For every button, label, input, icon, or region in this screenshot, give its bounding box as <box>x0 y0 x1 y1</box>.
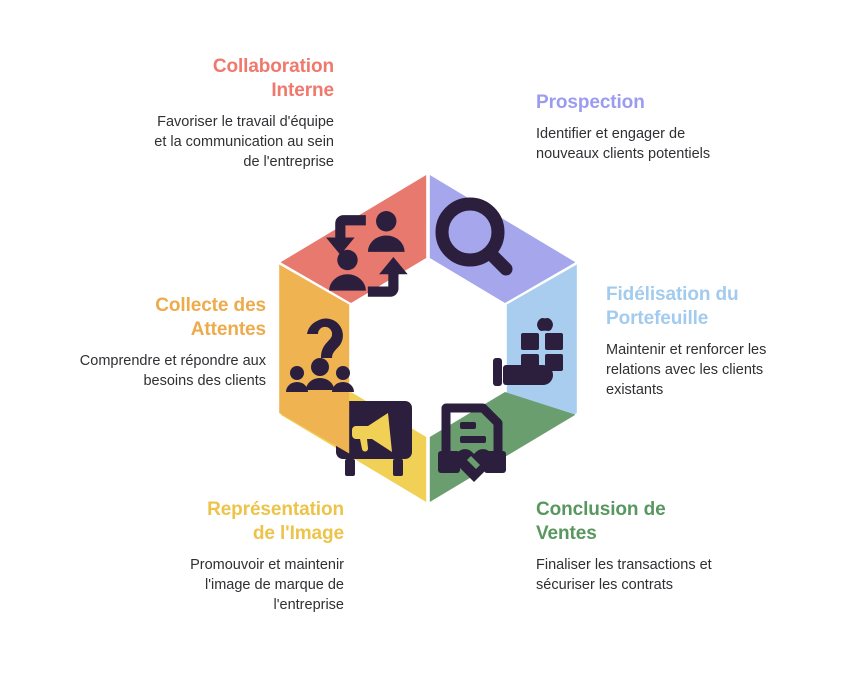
label-collecte-title-line1: Collecte des <box>155 295 266 316</box>
label-fidelisation: Fidélisation du Portefeuille Maintenir e… <box>606 283 788 400</box>
label-prospection-title: Prospection <box>536 91 732 115</box>
segment-collecte[interactable] <box>279 264 354 454</box>
label-fidelisation-title: Fidélisation du Portefeuille <box>606 283 788 331</box>
label-conclusion: Conclusion de Ventes Finaliser les trans… <box>536 498 732 595</box>
label-collaboration-title: Collaboration Interne <box>150 55 334 103</box>
label-fidelisation-description: Maintenir et renforcer les relations ave… <box>606 342 767 398</box>
label-conclusion-description: Finaliser les transactions et sécuriser … <box>536 557 712 593</box>
label-representation: Représentation de l'Image Promouvoir et … <box>147 498 344 615</box>
label-prospection-title-line1: Prospection <box>536 92 645 113</box>
label-collecte-description: Comprendre et répondre aux besoins des c… <box>79 353 266 389</box>
segment-conclusion[interactable] <box>429 392 575 502</box>
label-fidelisation-title-line1: Fidélisation du <box>606 284 739 305</box>
label-collaboration-description: Favoriser le travail d'équipe et la comm… <box>154 114 334 170</box>
users-exchange-icon <box>326 211 408 297</box>
label-prospection-description: Identifier et engager de nouveaux client… <box>536 126 711 162</box>
label-collaboration-title-line2: Interne <box>271 80 334 101</box>
label-conclusion-title: Conclusion de Ventes <box>536 498 732 546</box>
label-representation-title: Représentation de l'Image <box>147 498 344 546</box>
label-collecte-title: Collecte des Attentes <box>78 294 266 342</box>
label-prospection: Prospection Identifier et engager de nou… <box>536 91 732 164</box>
gift-hand-icon <box>493 317 563 386</box>
segment-prospection[interactable] <box>429 175 575 303</box>
label-collaboration: Collaboration Interne Favoriser le trava… <box>150 55 334 172</box>
audience-question-icon <box>286 318 354 392</box>
contract-handshake-icon <box>438 403 506 482</box>
label-collecte: Collecte des Attentes Comprendre et répo… <box>78 294 266 391</box>
label-conclusion-title-line1: Conclusion de <box>536 499 666 520</box>
magnifier-icon <box>435 197 513 276</box>
label-fidelisation-title-line2: Portefeuille <box>606 308 709 329</box>
hexagon-cycle-diagram <box>279 175 577 502</box>
segment-collecte-shape <box>279 264 350 454</box>
label-representation-title-line2: de l'Image <box>252 523 344 544</box>
label-collaboration-title-line1: Collaboration <box>212 56 334 77</box>
label-conclusion-title-line2: Ventes <box>536 523 597 544</box>
segment-collaboration[interactable] <box>281 175 427 303</box>
label-representation-title-line1: Représentation <box>207 499 344 520</box>
label-representation-description: Promouvoir et maintenir l'image de marqu… <box>190 557 344 613</box>
label-collecte-title-line2: Attentes <box>190 319 266 340</box>
billboard-megaphone-icon <box>336 401 412 476</box>
